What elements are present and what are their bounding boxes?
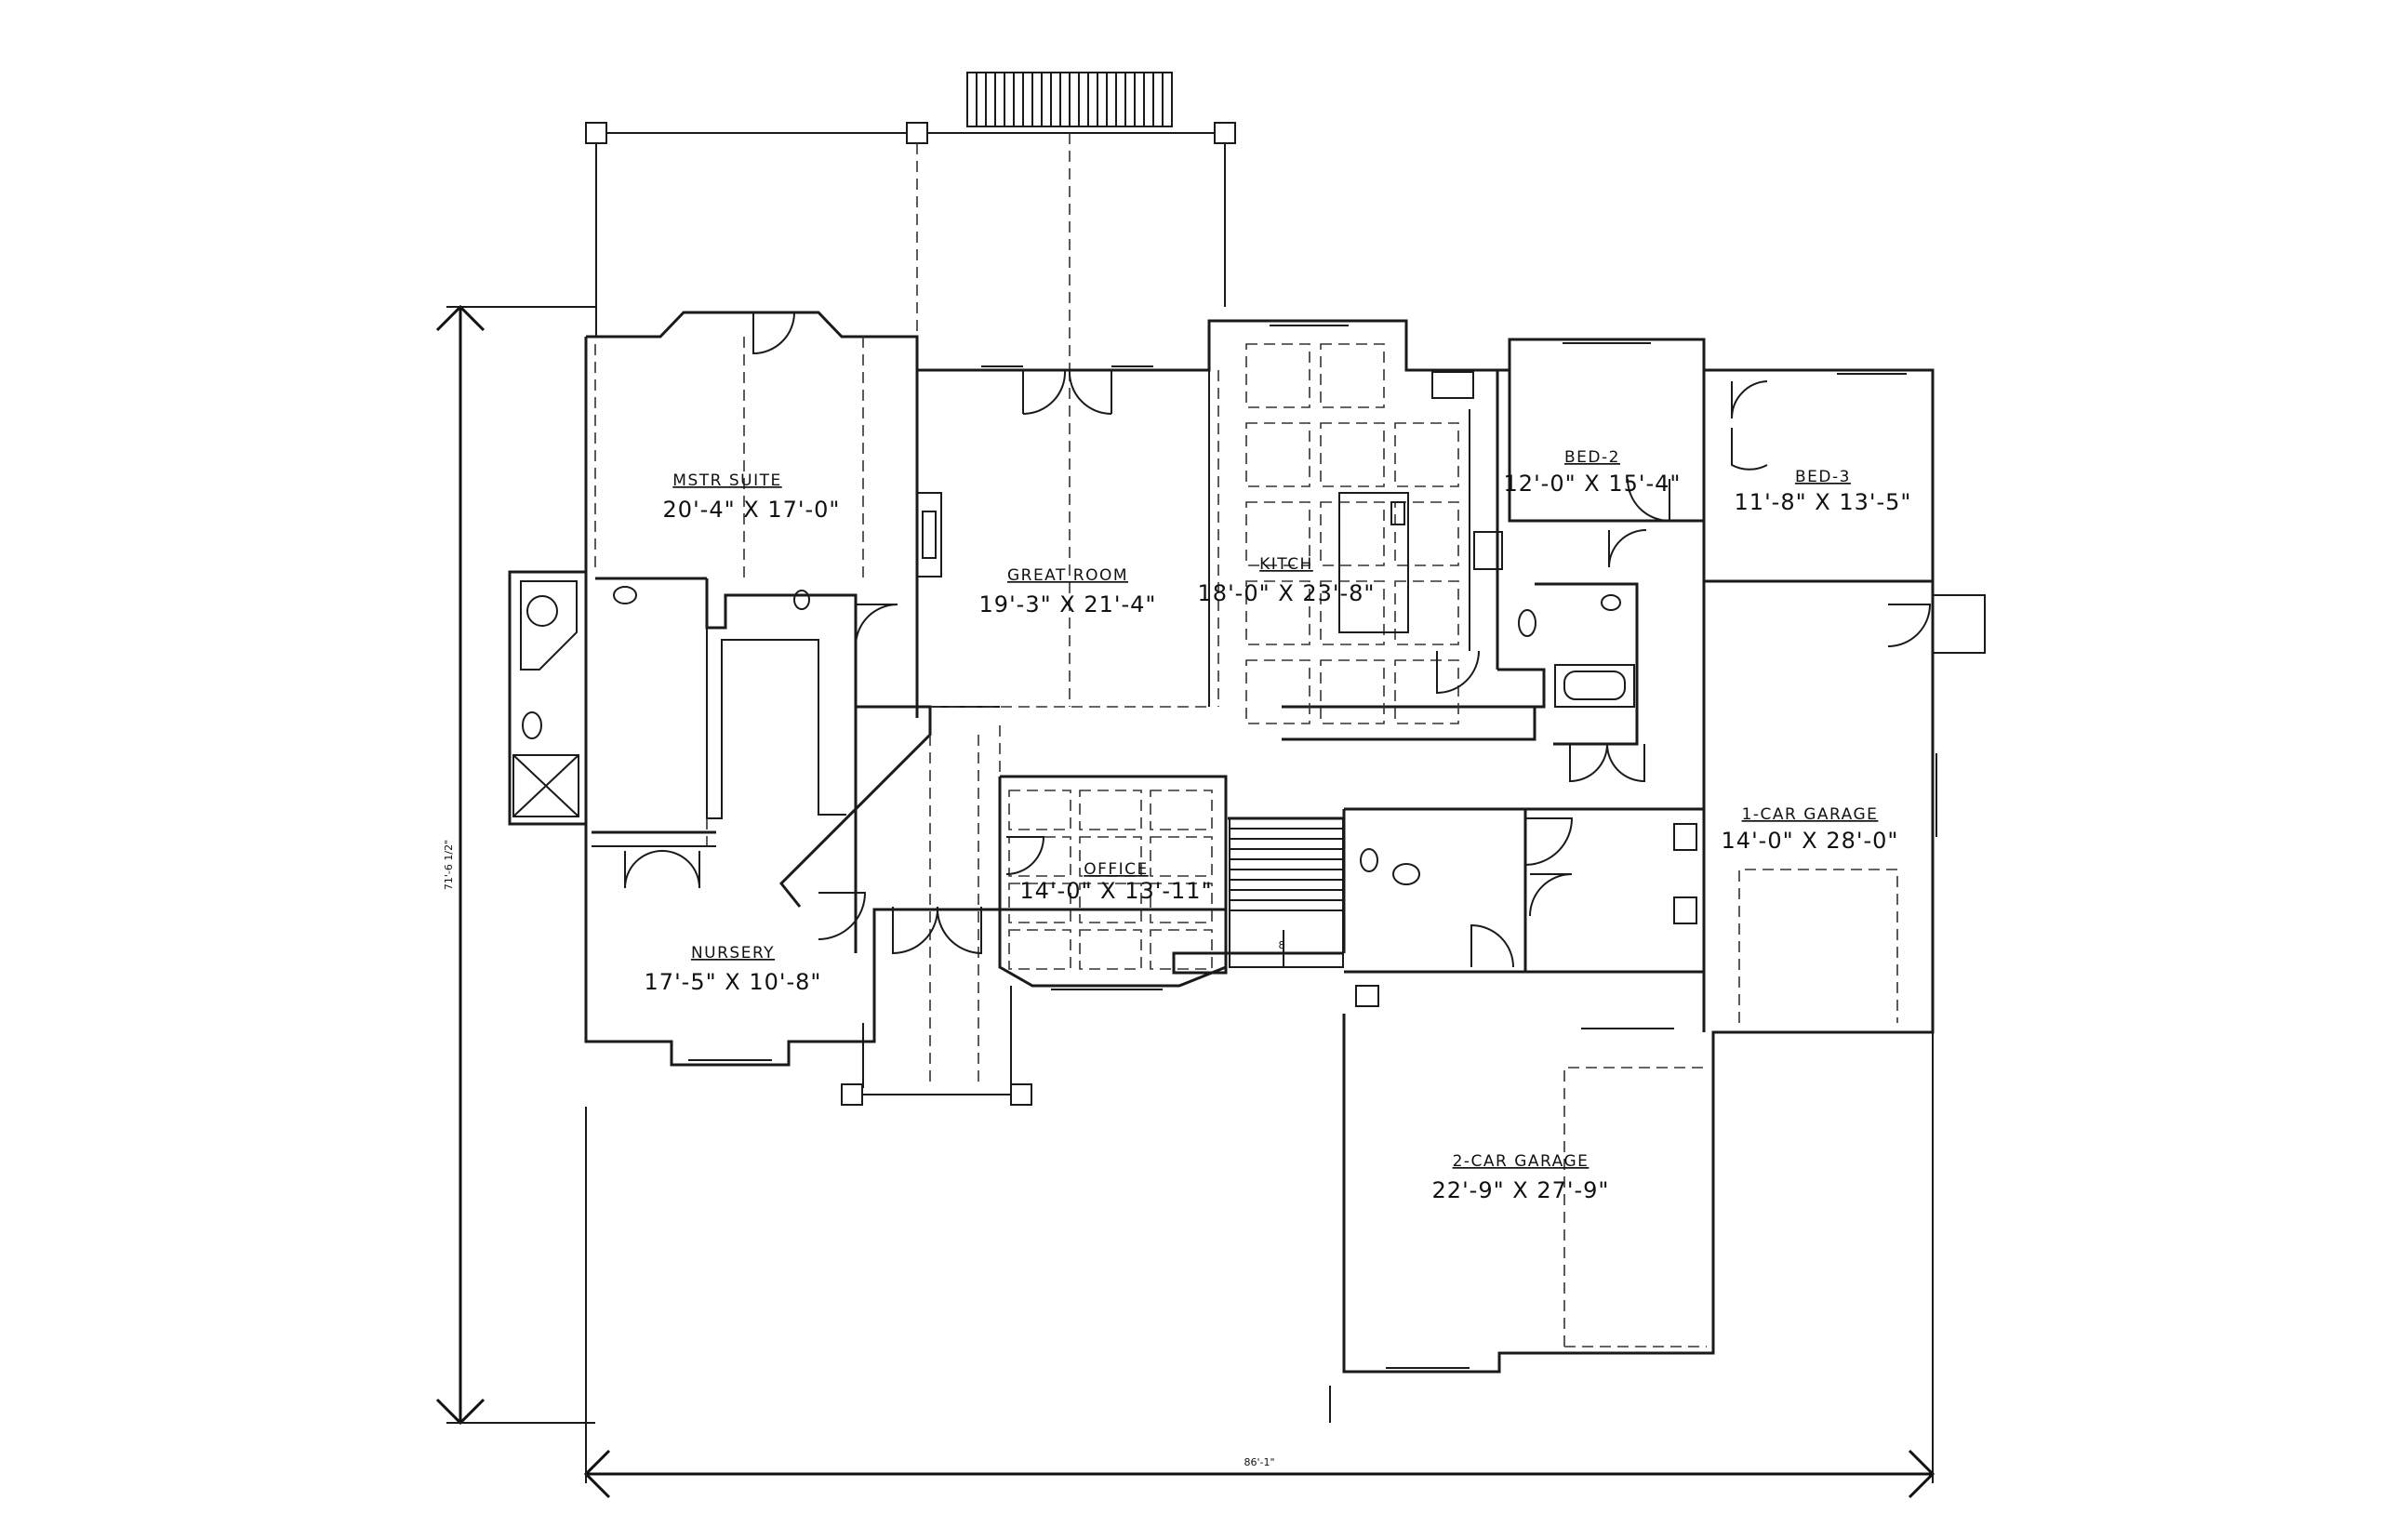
room-size-bed2: 12'-0" X 15'-4" <box>1504 471 1682 497</box>
room-name-bed3: BED-3 <box>1795 468 1851 486</box>
office-ceiling-panel <box>1008 790 1071 830</box>
office-ceiling-panel <box>1150 836 1213 877</box>
kitchen-ceiling-panel <box>1394 580 1459 645</box>
office-ceiling-panel <box>1150 790 1213 830</box>
powder-fixtures <box>1355 823 1697 1007</box>
room-name-garage2: 2-CAR GARAGE <box>1453 1152 1590 1171</box>
office-ceiling-panel <box>1079 883 1142 923</box>
room-name-office: OFFICE <box>1084 860 1149 879</box>
room-name-kitchen: KITCH <box>1259 555 1313 574</box>
kitchen-ceiling-panel <box>1245 580 1310 645</box>
kitchen-island <box>1338 371 1503 651</box>
room-labels: MSTR SUITE 20'-4" X 17'-0" GREAT ROOM 19… <box>645 448 1912 1203</box>
bed2-bath-fixtures <box>1518 594 1635 708</box>
office-ceiling-panel <box>1008 836 1071 877</box>
width-dimension: 86'-1" <box>583 1032 1935 1499</box>
room-size-office: 14'-0" X 13'-11" <box>1019 878 1212 904</box>
doors <box>624 312 1932 968</box>
main-stair <box>1229 817 1344 968</box>
fireplace <box>916 492 942 578</box>
room-size-great: 19'-3" X 21'-4" <box>979 591 1157 617</box>
office-ceiling-panel <box>1008 929 1071 970</box>
kitchen-ceiling-panel <box>1394 501 1459 566</box>
room-name-nursery: NURSERY <box>691 944 775 962</box>
room-size-garage2: 22'-9" X 27'-9" <box>1432 1177 1610 1203</box>
office-ceiling-panel <box>1079 929 1142 970</box>
front-porch <box>841 986 1032 1106</box>
kitchen-ceiling-panel <box>1245 422 1310 487</box>
room-size-garage1: 14'-0" X 28'-0" <box>1722 828 1899 854</box>
room-size-master: 20'-4" X 17'-0" <box>663 497 841 523</box>
rear-porch <box>585 122 1236 370</box>
room-name-bed2: BED-2 <box>1564 448 1620 467</box>
room-size-nursery: 17'-5" X 10'-8" <box>645 969 822 995</box>
depth-dimension-label: 71'-6 1/2" <box>443 840 455 890</box>
ceiling-lines <box>594 337 1898 1348</box>
room-size-bed3: 11'-8" X 13'-5" <box>1735 489 1912 515</box>
kitchen-ceiling-panel <box>1320 501 1385 566</box>
kitchen-ceiling-panel <box>1320 580 1385 645</box>
depth-dimension: 71'-6 1/2" <box>435 304 595 1426</box>
kitchen-ceiling-panel <box>1320 659 1385 724</box>
kitchen-ceiling-panel <box>1245 343 1310 408</box>
rear-stair <box>966 72 1173 127</box>
kitchen-ceiling-panel <box>1394 659 1459 724</box>
kitchen-ceiling-panel <box>1320 422 1385 487</box>
kitchen-ceiling-panel <box>1394 422 1459 487</box>
room-name-garage1: 1-CAR GARAGE <box>1742 805 1879 824</box>
office-ceiling-panel <box>1008 883 1071 923</box>
stair-marker: 8 <box>1279 939 1285 951</box>
room-size-kitchen: 18'-0" X 23'-8" <box>1198 580 1376 606</box>
kitchen-ceiling-panel <box>1320 343 1385 408</box>
kitchen-ceiling-panel <box>1245 501 1310 566</box>
room-name-master: MSTR SUITE <box>672 471 781 490</box>
office-ceiling-grid <box>1008 790 1213 970</box>
kitchen-ceiling-panel <box>1245 659 1310 724</box>
office-ceiling-panel <box>1079 836 1142 877</box>
kitchen-ceiling-grid <box>1245 343 1459 724</box>
office-ceiling-panel <box>1150 883 1213 923</box>
width-dimension-label: 86'-1" <box>1244 1456 1274 1468</box>
room-name-great: GREAT ROOM <box>1007 566 1128 585</box>
office-ceiling-panel <box>1150 929 1213 970</box>
master-bath-fixtures <box>512 580 810 817</box>
windows <box>688 325 1937 1369</box>
office-ceiling-panel <box>1079 790 1142 830</box>
